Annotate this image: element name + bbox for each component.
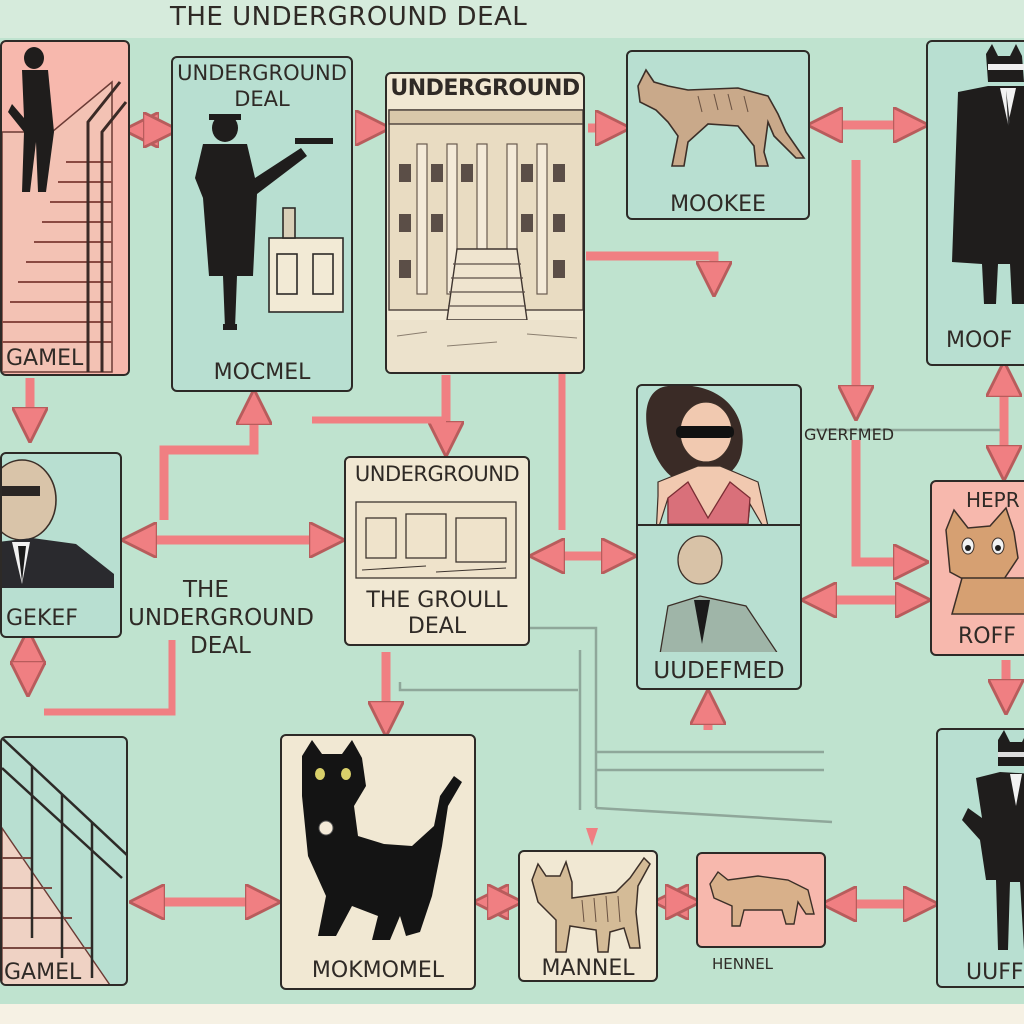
panel-small-cat[interactable] xyxy=(696,852,826,948)
line-thin-2 xyxy=(398,682,578,692)
small-cat-label: HENNEL xyxy=(712,955,774,973)
center-caption-line3: DEAL xyxy=(190,633,251,659)
panel-building[interactable]: UNDERGROUND xyxy=(385,72,585,374)
kitten-illustration xyxy=(945,506,1024,615)
panel-label: GAMEL xyxy=(6,346,84,371)
panel-stairs-bottom[interactable]: GAMEL xyxy=(0,736,128,986)
panel-coat-cat[interactable]: MOOF xyxy=(926,40,1024,366)
panel-label: UUDEFMED xyxy=(653,658,785,684)
inset-portrait xyxy=(638,524,800,652)
small-cat-illustration xyxy=(709,870,815,927)
arrow-cat-down xyxy=(586,251,714,286)
top-strip xyxy=(0,0,1024,38)
tabby-cat-illustration xyxy=(531,856,651,953)
man-portrait-illustration xyxy=(659,535,778,652)
staircase-illustration xyxy=(2,47,128,373)
panel-label: MOCMEL xyxy=(213,360,311,385)
panel-label-line2: DEAL xyxy=(407,614,467,639)
panel-old-man[interactable]: GEKEF xyxy=(0,452,122,638)
panel-kitten[interactable]: HEPR ROFF xyxy=(930,480,1024,656)
panel-tabby[interactable]: MANNEL xyxy=(518,850,658,982)
panel-cat-walk[interactable]: MOOKEE xyxy=(626,50,810,220)
arrow-right-kitten xyxy=(851,440,918,562)
panel-title: UNDERGROUND xyxy=(390,76,580,101)
line-caption-left xyxy=(44,640,176,716)
panel-label: MOOF xyxy=(946,328,1013,353)
panel-label-line1: THE GROULL xyxy=(366,588,508,613)
panel-lady[interactable]: UUDEFMED xyxy=(636,384,802,690)
panel-label: MOOKEE xyxy=(670,192,766,217)
staircase-illustration xyxy=(2,738,126,984)
center-caption-line1: THE xyxy=(183,577,229,603)
panel-label: ROFF xyxy=(958,624,1016,649)
figure-silhouette xyxy=(8,47,54,192)
center-caption-line2: UNDERGROUND xyxy=(128,605,314,631)
panel-label: UUFF xyxy=(966,960,1024,985)
line-thin-1 xyxy=(530,626,598,808)
building-illustration xyxy=(387,109,583,372)
coat-cat-illustration xyxy=(952,44,1024,304)
panel-center-box[interactable]: UNDERGROUND THE GROULL DEAL xyxy=(344,456,530,646)
panel-title: UNDERGROUND xyxy=(354,462,520,486)
line-thin-5 xyxy=(595,806,833,824)
old-man-illustration xyxy=(2,459,114,588)
panel-title: HEPR xyxy=(966,488,1020,512)
arrow-up-gunman xyxy=(159,400,254,520)
side-caption: GVERFMED xyxy=(804,425,895,444)
cat-walking-illustration xyxy=(637,68,806,167)
panel-black-cat[interactable]: MOKMOMEL xyxy=(280,734,476,990)
diagram-title: THE UNDERGROUND DEAL xyxy=(170,2,528,32)
panel-suit-cat[interactable]: UUFF xyxy=(936,728,1024,988)
arrow-thin-down xyxy=(586,828,598,846)
suit-cat-illustration xyxy=(962,730,1024,950)
black-cat-illustration xyxy=(302,740,462,940)
panel-label: GAMEL xyxy=(4,960,82,985)
panel-gunman[interactable]: UNDERGROUND DEAL MOCMEL xyxy=(171,56,353,392)
panel-title: UNDERGROUND DEAL xyxy=(177,61,347,111)
panel-stairs-top[interactable]: GAMEL xyxy=(0,40,130,376)
gunman-illustration xyxy=(195,114,344,330)
panel-label: MANNEL xyxy=(541,956,635,981)
bottom-strip xyxy=(0,1004,1024,1024)
panel-label: GEKEF xyxy=(6,606,78,631)
deal-scene-illustration xyxy=(355,501,517,579)
panel-label: MOKMOMEL xyxy=(311,958,445,983)
